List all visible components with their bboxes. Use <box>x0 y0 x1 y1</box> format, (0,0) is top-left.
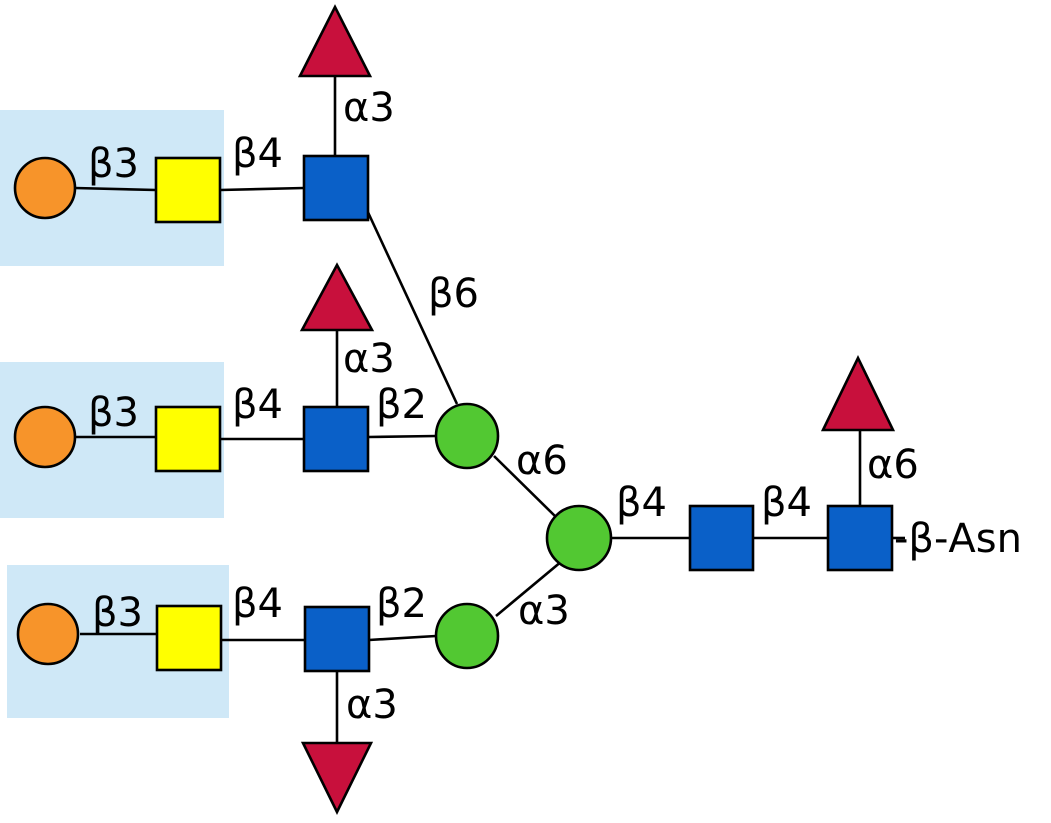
glcnac-square-2 <box>302 405 370 473</box>
glcnac-square-1 <box>302 154 370 222</box>
link-galnac1-glcnac1 <box>219 186 305 192</box>
link-gal1-galnac1 <box>74 186 157 192</box>
galnac-square-1 <box>154 156 222 224</box>
linkage-label-ant1-b3: β3 <box>88 141 139 187</box>
linkage-label-core-glcnac-b4: β4 <box>761 480 812 526</box>
link-man1-coreman <box>493 455 559 520</box>
linkage-label-ant2-b2: β2 <box>376 382 427 428</box>
glcnac-square-4 <box>688 504 755 572</box>
link-man2-coreman <box>495 560 563 617</box>
mannose-circle-core <box>545 504 613 572</box>
linkage-label-ant3-b2: β2 <box>376 581 427 627</box>
linkage-label-ant1-fuc: α3 <box>343 85 395 131</box>
galnac-square-3 <box>155 604 223 672</box>
linkage-label-ant2-fuc: α3 <box>343 336 395 382</box>
fucose-triangle-2 <box>299 262 375 332</box>
glcnac-square-5 <box>826 504 894 572</box>
linkage-label-man-a6: α6 <box>516 438 568 484</box>
galactose-circle-1 <box>13 156 77 220</box>
link-glcnac1-man1 <box>364 207 459 405</box>
linkage-label-ant3-b4: β4 <box>232 581 283 627</box>
linkage-label-ant2-b4: β4 <box>232 382 283 428</box>
galactose-circle-3 <box>16 602 80 666</box>
link-glcnac2-man1 <box>367 434 437 439</box>
linkage-label-man-a3: α3 <box>518 588 570 634</box>
linkage-label-ant2-b3: β3 <box>88 390 139 436</box>
linkage-label-core-man-b4: β4 <box>616 480 667 526</box>
linkage-label-core-fuc: α6 <box>867 442 919 488</box>
fucose-triangle-4 <box>820 355 896 432</box>
linkage-lines <box>74 76 905 743</box>
mannose-circle-1 <box>434 402 500 470</box>
linkage-labels: β3 β4 α3 β6 β3 β4 α3 β2 α6 β3 β4 β2 α3 α… <box>88 85 1022 728</box>
mannose-circle-2 <box>434 602 500 670</box>
reducing-end-label: -β-Asn <box>894 516 1022 562</box>
galactose-circle-2 <box>13 405 77 469</box>
monosaccharide-symbols <box>13 4 896 815</box>
linkage-label-ant3-b3: β3 <box>92 590 143 636</box>
link-glcnac3-man2 <box>368 634 437 642</box>
glcnac-square-3 <box>303 605 371 673</box>
galnac-square-2 <box>154 405 222 473</box>
linkage-label-ant1-b4: β4 <box>232 131 283 177</box>
linkage-label-ant3-fuc: α3 <box>346 682 398 728</box>
fucose-triangle-1 <box>297 4 373 78</box>
fucose-triangle-3 <box>300 741 374 815</box>
linkage-label-ant1-b6: β6 <box>428 271 479 317</box>
